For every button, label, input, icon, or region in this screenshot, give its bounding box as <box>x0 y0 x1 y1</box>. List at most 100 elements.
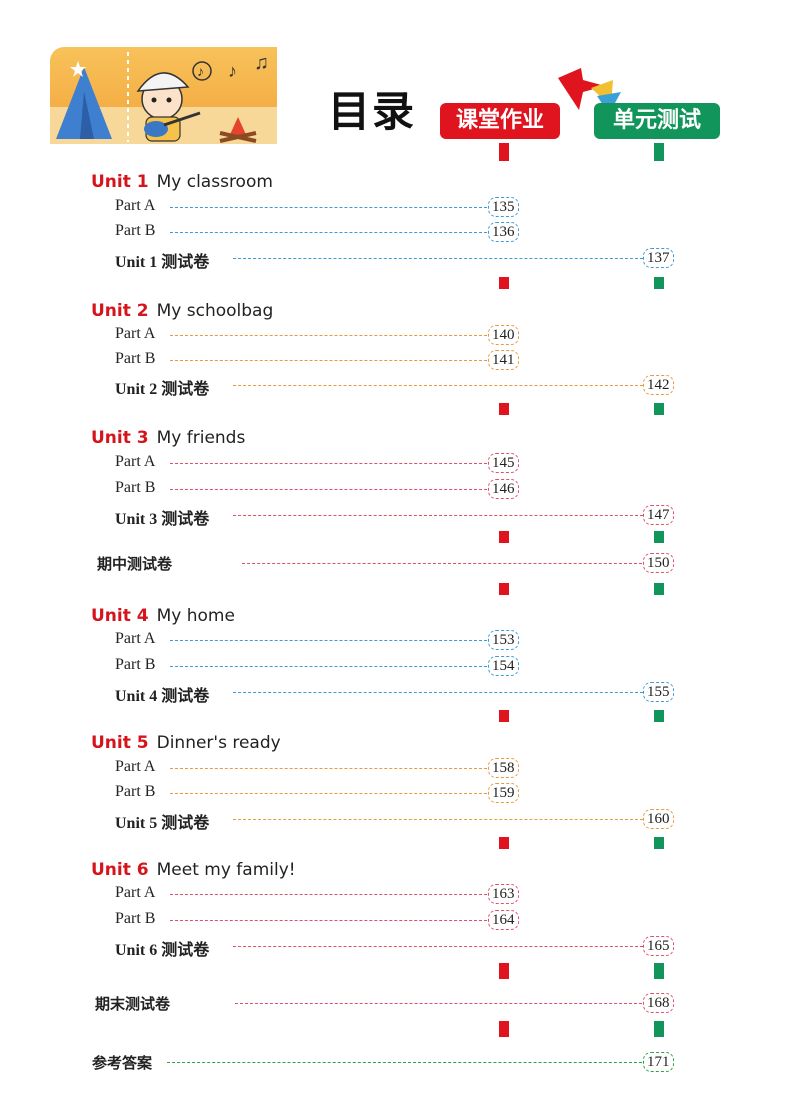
toc-entry-midterm[interactable]: 期中测试卷 150 <box>97 553 685 573</box>
red-marker <box>499 403 509 415</box>
red-marker <box>499 1021 509 1037</box>
green-marker <box>654 531 664 543</box>
toc-entry[interactable]: Unit 6 测试卷 165 <box>115 936 685 959</box>
leader-line <box>170 463 487 464</box>
leader-line <box>170 232 487 233</box>
toc-entry[interactable]: Unit 3 测试卷 147 <box>115 505 685 528</box>
toc-entry-answers[interactable]: 参考答案 171 <box>92 1052 685 1072</box>
page-number: 150 <box>643 553 674 573</box>
entry-label: Part B <box>115 783 156 800</box>
header-illustration: ♪ ♪ ♫ <box>50 47 277 144</box>
entry-label: Unit 6 测试卷 <box>115 942 210 959</box>
toc-entry[interactable]: Part A 145 <box>115 453 530 473</box>
toc-entry[interactable]: Unit 5 测试卷 160 <box>115 809 685 832</box>
unit-number: Unit 5 <box>91 733 149 753</box>
toc-entry[interactable]: Part A 140 <box>115 325 530 345</box>
page-number: 142 <box>643 375 674 395</box>
svg-text:♪: ♪ <box>197 65 204 80</box>
leader-line <box>170 640 487 641</box>
green-marker <box>654 143 664 161</box>
unit-number: Unit 2 <box>91 301 149 321</box>
red-marker <box>499 710 509 722</box>
camping-illustration: ♪ ♪ ♫ <box>50 52 277 144</box>
green-marker <box>654 963 664 979</box>
toc-entry[interactable]: Part B 141 <box>115 350 530 370</box>
page-number: 137 <box>643 248 674 268</box>
leader-line <box>170 335 487 336</box>
leader-line <box>233 385 643 386</box>
leader-line <box>233 515 643 516</box>
column-label-class-homework: 课堂作业 <box>440 103 560 139</box>
entry-label: Part A <box>115 197 156 214</box>
unit-name: Dinner's ready <box>156 733 281 753</box>
unit-name: My friends <box>156 428 246 448</box>
page-number: 136 <box>488 222 519 242</box>
entry-label: Part A <box>115 884 156 901</box>
red-marker <box>499 531 509 543</box>
page-number: 164 <box>488 910 519 930</box>
unit-heading: Unit 5 Dinner's ready <box>91 733 281 753</box>
unit-number: Unit 1 <box>91 172 149 192</box>
red-marker <box>499 583 509 595</box>
toc-entry[interactable]: Part B 164 <box>115 910 530 930</box>
unit-name: Meet my family! <box>156 860 296 880</box>
green-marker <box>654 277 664 289</box>
entry-label: Part B <box>115 222 156 239</box>
green-marker <box>654 710 664 722</box>
leader-line <box>170 360 487 361</box>
toc-entry[interactable]: Part B 146 <box>115 479 530 499</box>
entry-label: Part B <box>115 350 156 367</box>
red-marker <box>499 963 509 979</box>
page-number: 153 <box>488 630 519 650</box>
red-marker <box>499 837 509 849</box>
toc-entry[interactable]: Part B 154 <box>115 656 530 676</box>
leader-line <box>233 258 643 259</box>
leader-line <box>170 207 487 208</box>
leader-line <box>242 563 642 564</box>
unit-number: Unit 6 <box>91 860 149 880</box>
entry-label: Part A <box>115 453 156 470</box>
toc-entry[interactable]: Part A 153 <box>115 630 530 650</box>
page-number: 160 <box>643 809 674 829</box>
green-marker <box>654 403 664 415</box>
toc-entry[interactable]: Part B 159 <box>115 783 530 803</box>
page-number: 163 <box>488 884 519 904</box>
leader-line <box>235 1003 642 1004</box>
page-number: 135 <box>488 197 519 217</box>
toc-entry[interactable]: Unit 2 测试卷 142 <box>115 375 685 398</box>
entry-label: Part A <box>115 325 156 342</box>
page-number: 141 <box>488 350 519 370</box>
leader-line <box>170 894 487 895</box>
toc-entry[interactable]: Unit 4 测试卷 155 <box>115 682 685 705</box>
toc-entry-final[interactable]: 期末测试卷 168 <box>95 993 685 1013</box>
toc-entry[interactable]: Unit 1 测试卷 137 <box>115 248 685 271</box>
column-label-unit-test: 单元测试 <box>594 103 720 139</box>
page-number: 168 <box>643 993 674 1013</box>
page-number: 154 <box>488 656 519 676</box>
toc-entry[interactable]: Part A 158 <box>115 758 530 778</box>
entry-label: Part B <box>115 656 156 673</box>
leader-line <box>233 819 643 820</box>
page-number: 155 <box>643 682 674 702</box>
page-number: 158 <box>488 758 519 778</box>
entry-label: Unit 5 测试卷 <box>115 815 210 832</box>
toc-entry[interactable]: Part B 136 <box>115 222 530 242</box>
entry-label: 期中测试卷 <box>97 555 173 573</box>
red-marker <box>499 277 509 289</box>
page-number: 140 <box>488 325 519 345</box>
leader-line <box>170 666 487 667</box>
page-number: 171 <box>643 1052 674 1072</box>
leader-line <box>170 920 487 921</box>
svg-text:♪: ♪ <box>228 61 237 81</box>
entry-label: 参考答案 <box>92 1054 153 1072</box>
toc-entry[interactable]: Part A 135 <box>115 197 530 217</box>
page-number: 147 <box>643 505 674 525</box>
page-number: 165 <box>643 936 674 956</box>
page-number: 146 <box>488 479 519 499</box>
entry-label: Unit 4 测试卷 <box>115 688 210 705</box>
toc-entry[interactable]: Part A 163 <box>115 884 530 904</box>
entry-label: Part A <box>115 630 156 647</box>
